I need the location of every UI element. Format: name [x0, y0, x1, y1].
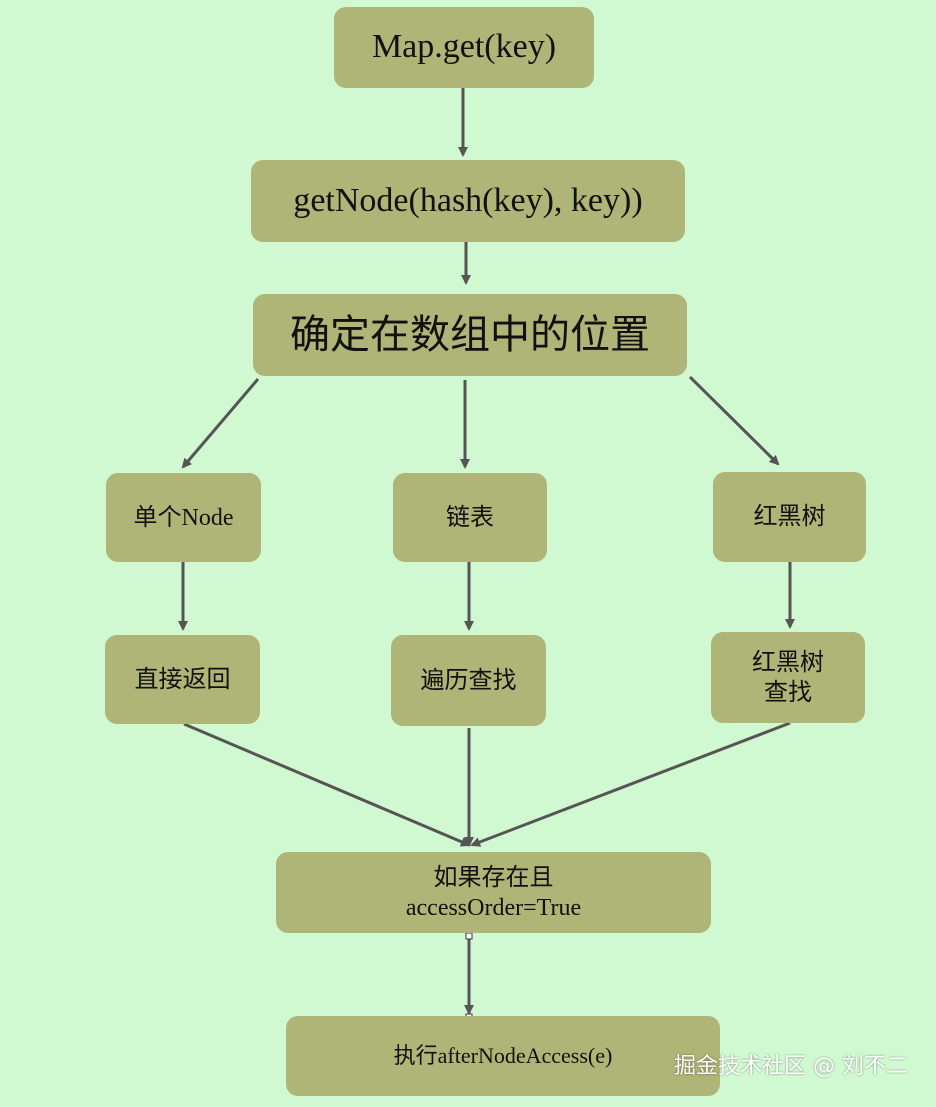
watermark: 掘金技术社区 @ 刘不二 [674, 1054, 908, 1079]
node-linked-list-label: 链表 [446, 504, 494, 531]
node-single-node[interactable]: 单个Node [106, 473, 261, 562]
node-traverse-find-label: 遍历查找 [420, 667, 517, 694]
node-single-node-label: 单个Node [133, 504, 234, 531]
node-get-node-label: getNode(hash(key), key)) [293, 181, 643, 219]
node-map-get[interactable]: Map.get(key) [334, 7, 594, 88]
arrow-position-to-single [181, 378, 260, 469]
node-red-black-tree-label: 红黑树 [753, 504, 826, 530]
node-direct-return-label: 直接返回 [134, 666, 231, 693]
node-exists-condition[interactable]: 如果存在且 accessOrder=True [276, 852, 711, 933]
node-red-black-tree-find[interactable]: 红黑树 查找 [711, 632, 865, 723]
node-direct-return[interactable]: 直接返回 [105, 635, 260, 724]
node-map-get-label: Map.get(key) [371, 28, 557, 66]
node-determine-position-label: 确定在数组中的位置 [290, 312, 650, 357]
node-execute-after-access-label: 执行afterNodeAccess(e) [393, 1043, 613, 1069]
node-linked-list[interactable]: 链表 [393, 473, 547, 562]
node-red-black-tree-find-label: 红黑树 查找 [752, 649, 824, 706]
node-determine-position[interactable]: 确定在数组中的位置 [253, 294, 687, 376]
connector-handle-top[interactable] [465, 932, 473, 940]
node-traverse-find[interactable]: 遍历查找 [391, 635, 546, 726]
arrow-rbfind-to-exists [470, 721, 791, 847]
node-red-black-tree[interactable]: 红黑树 [713, 472, 866, 562]
node-get-node[interactable]: getNode(hash(key), key)) [251, 160, 685, 242]
arrow-position-to-rbtree [688, 375, 780, 466]
node-exists-condition-label: 如果存在且 accessOrder=True [405, 864, 582, 921]
arrow-direct-to-exists [183, 722, 471, 847]
node-execute-after-access[interactable]: 执行afterNodeAccess(e) [286, 1016, 720, 1096]
